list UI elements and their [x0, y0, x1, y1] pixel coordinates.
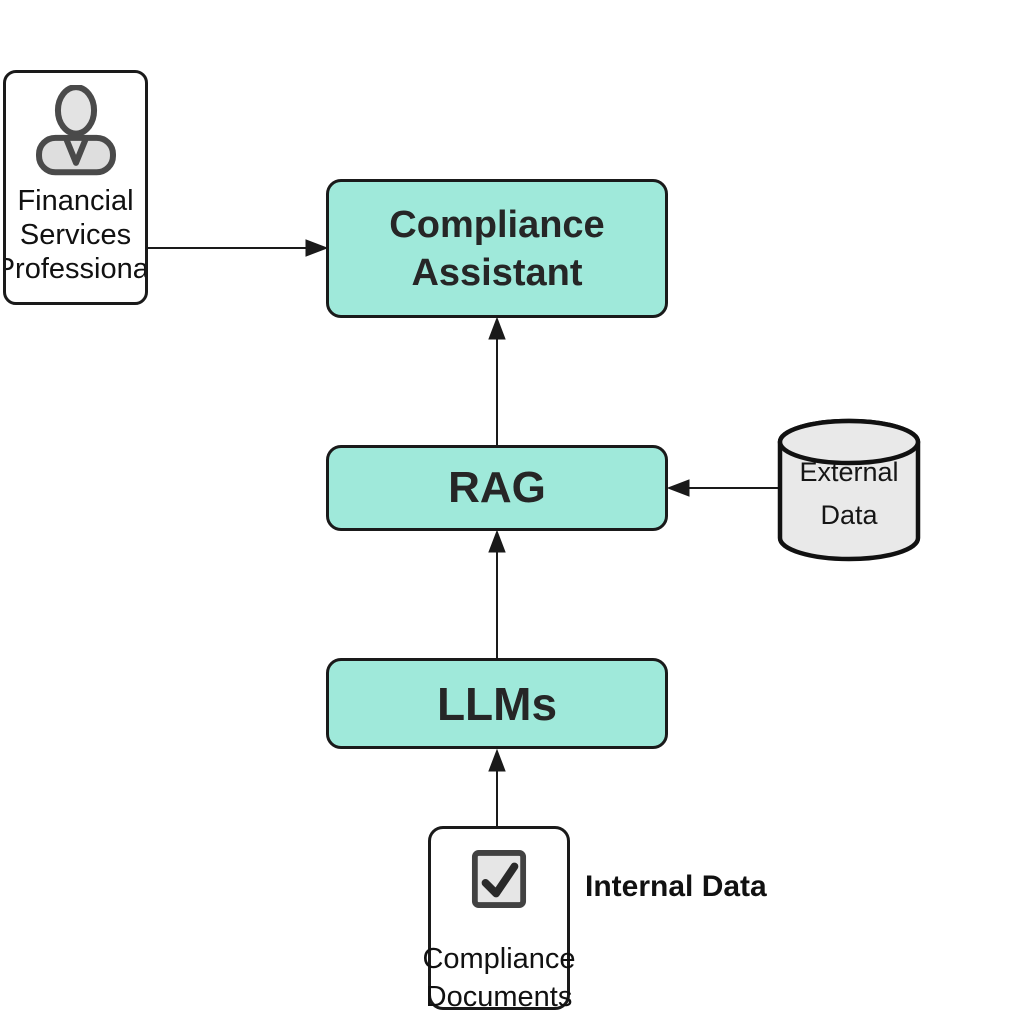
arrow-financial-to-assistant — [148, 239, 329, 257]
node-compliance-documents: Compliance Documents — [422, 826, 576, 1013]
node-label: Financial Services Professional — [3, 185, 148, 285]
checkbox-icon — [471, 849, 527, 914]
node-label: LLMs — [436, 677, 558, 730]
arrow-llms-to-rag — [488, 529, 506, 658]
node-compliance-assistant: Compliance Assistant — [326, 179, 668, 318]
node-financial-services-professional: Financial Services Professional — [3, 70, 148, 305]
node-label: RAG — [448, 463, 546, 512]
node-label: Compliance Documents — [422, 943, 576, 1013]
node-label: Compliance — [389, 203, 605, 246]
node-label: External Data — [799, 457, 899, 530]
arrow-documents-to-llms — [488, 748, 506, 826]
node-rag: RAG — [326, 445, 668, 531]
database-cylinder-icon — [777, 418, 921, 562]
user-icon — [33, 84, 119, 182]
arrow-external-to-rag — [666, 479, 778, 497]
arrow-rag-to-assistant — [488, 316, 506, 445]
node-llms: LLMs — [326, 658, 668, 749]
node-label: Assistant — [411, 251, 583, 294]
node-external-data: External Data — [776, 417, 922, 563]
internal-data-label: Internal Data — [585, 870, 767, 903]
